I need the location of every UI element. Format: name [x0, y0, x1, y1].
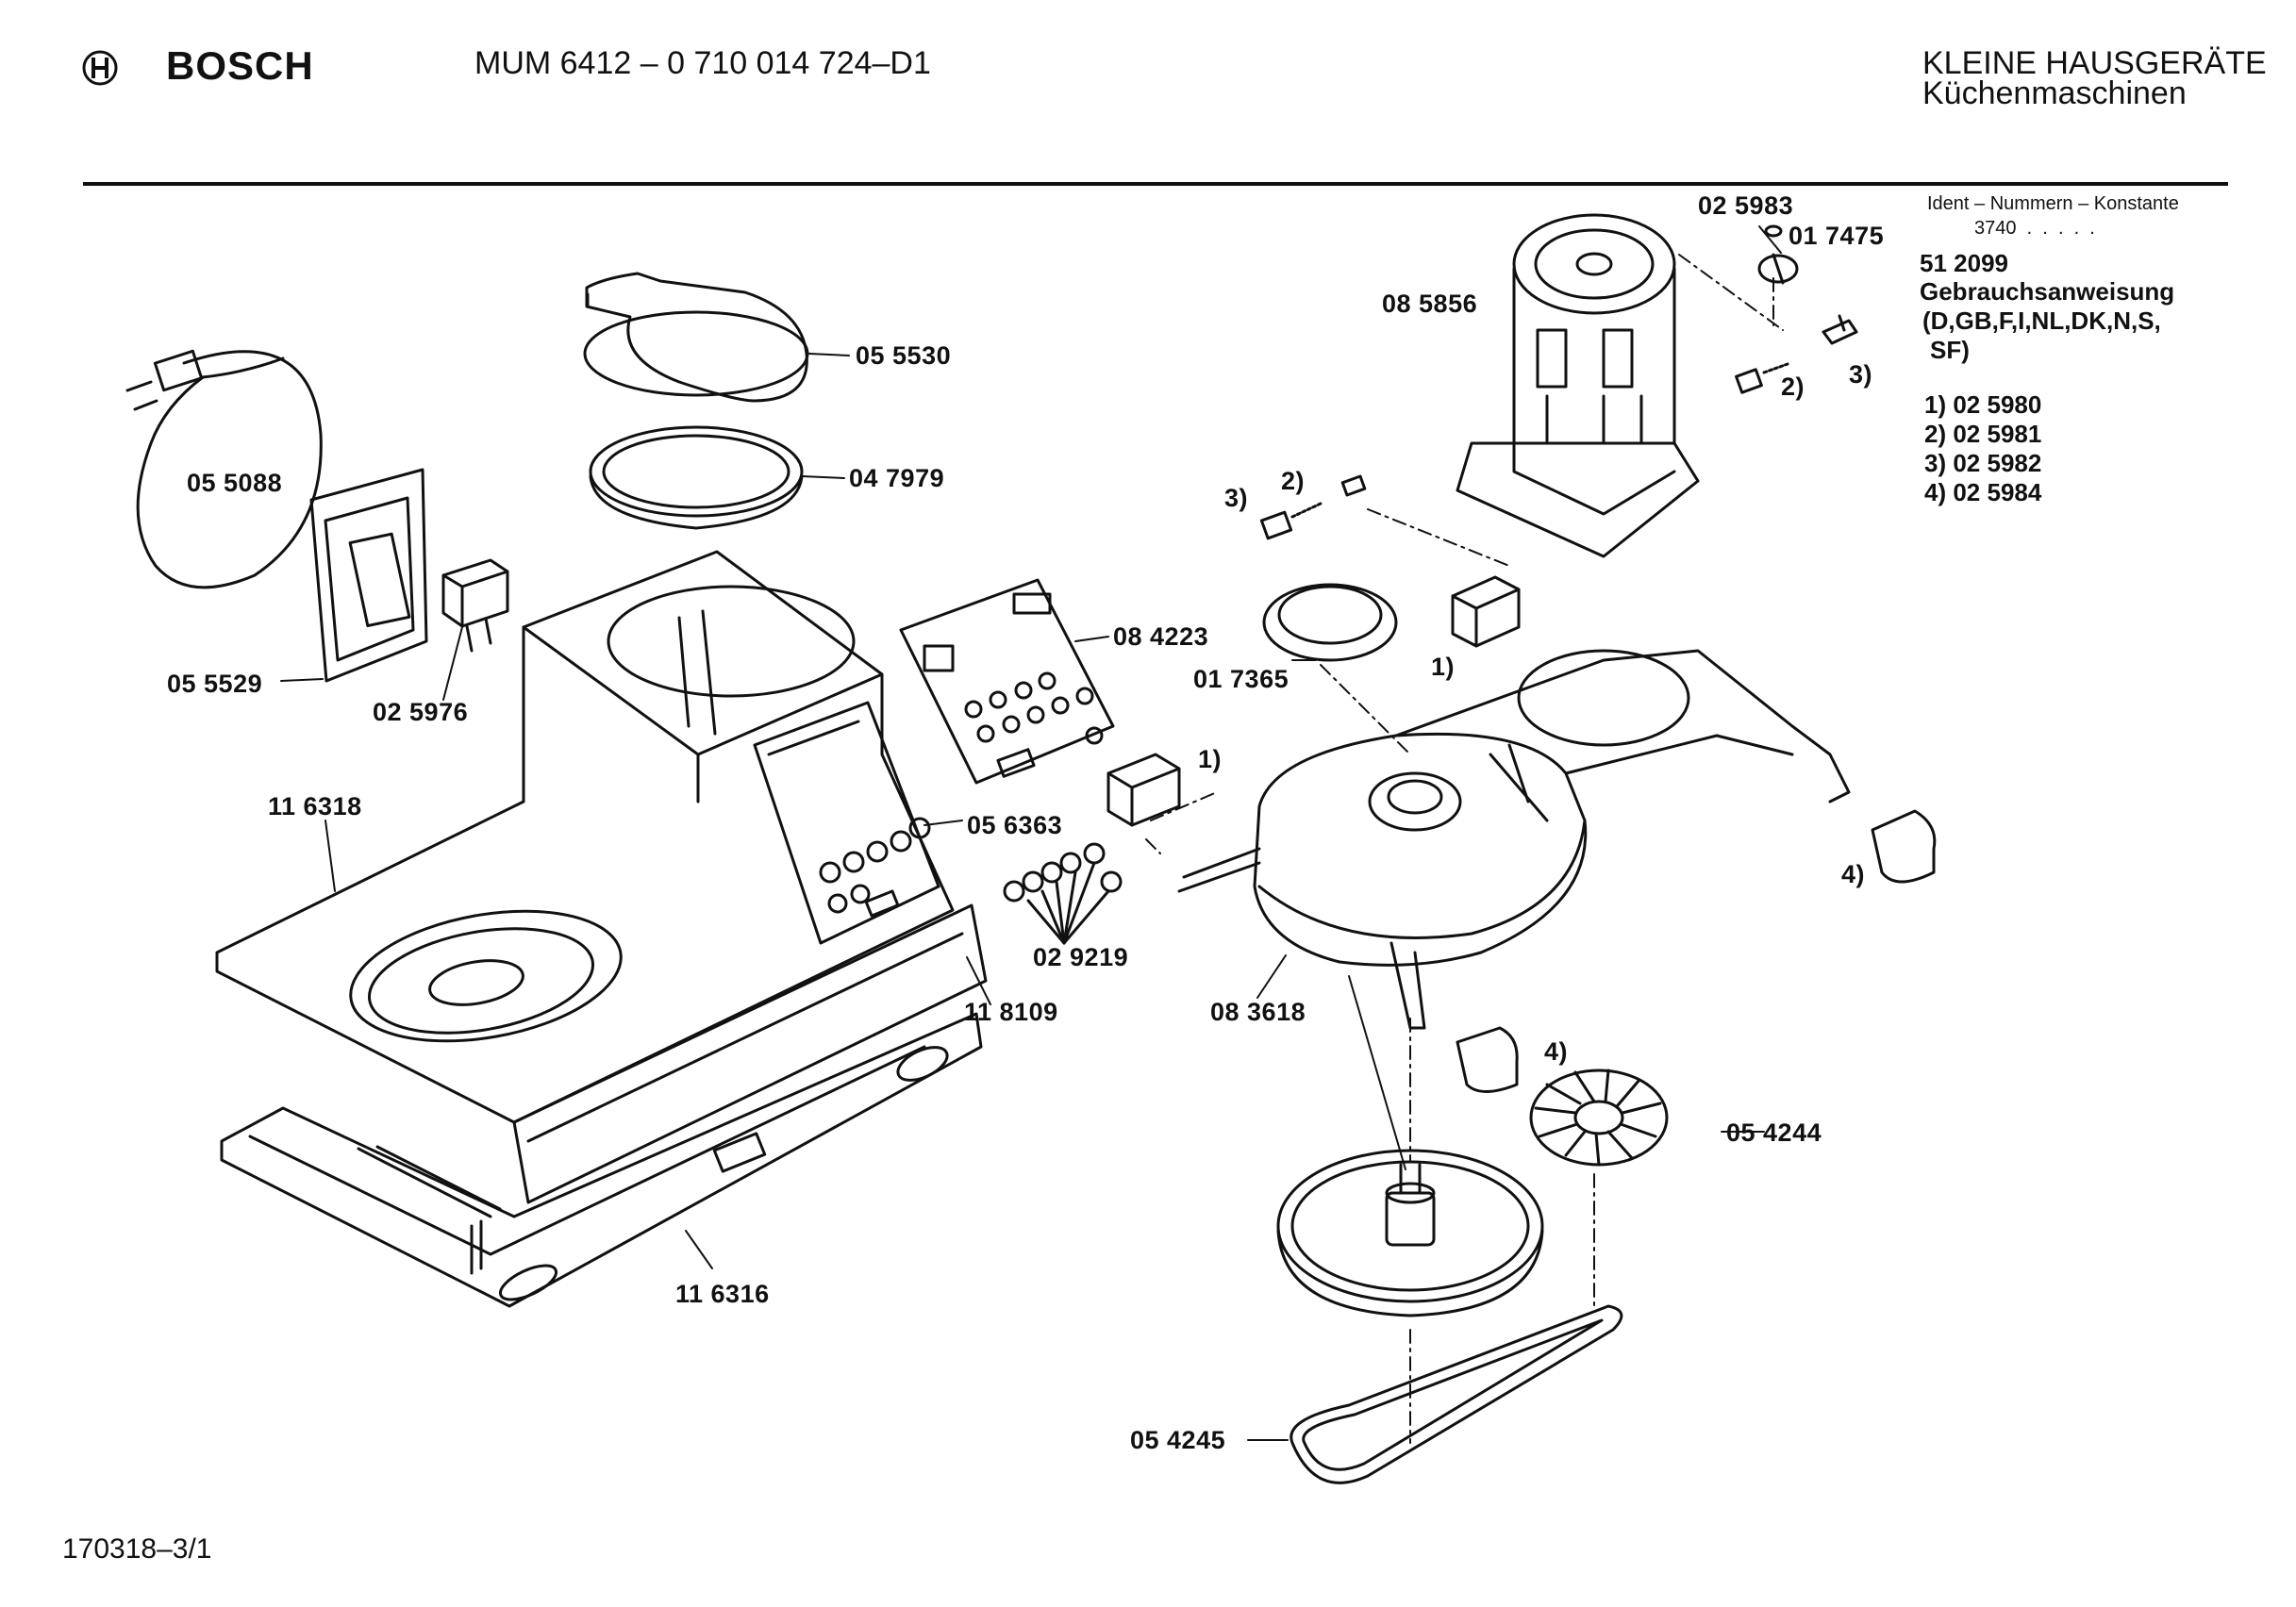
note-marker-4-right: 4)	[1841, 860, 1866, 888]
base-part	[220, 1012, 983, 1308]
part-label-116318: 11 6318	[268, 792, 362, 820]
note-marker-1-right: 1)	[1431, 653, 1456, 681]
part-label-055529: 05 5529	[167, 670, 263, 698]
category-subtitle: Küchenmaschinen	[1922, 75, 2187, 111]
part-label-054244: 05 4244	[1726, 1118, 1822, 1147]
manual-languages-line-2: SF)	[1930, 336, 1970, 364]
part-label-025983: 02 5983	[1698, 191, 1794, 220]
manual-languages-line-1: (D,GB,F,I,NL,DK,N,S,	[1922, 306, 2161, 335]
note-marker-3-right: 3)	[1849, 360, 1873, 389]
footnote-3: 3) 02 5982	[1924, 449, 2042, 477]
ident-title: Ident – Nummern – Konstante	[1927, 193, 2179, 214]
manual-title: Gebrauchsanweisung	[1920, 277, 2175, 306]
footnote-2: 2) 02 5981	[1924, 420, 2042, 448]
gearbox-housing-part	[1177, 649, 1851, 1030]
manual-number: 51 2099	[1920, 249, 2008, 277]
note-marker-2-left: 2)	[1281, 467, 1306, 495]
part-label-055530: 05 5530	[856, 341, 952, 370]
part-label-017365: 01 7365	[1193, 665, 1289, 693]
category-title: KLEINE HAUSGERÄTE	[1922, 45, 2267, 81]
note-marker-1-left: 1)	[1198, 745, 1223, 773]
cover-plate-part	[309, 468, 428, 683]
power-cord-part	[125, 349, 323, 589]
pulley-part	[1276, 1149, 1544, 1317]
part-label-017475: 01 7475	[1789, 222, 1885, 250]
cap-part-right	[1871, 809, 1937, 884]
capacitor-part-right	[1451, 575, 1521, 648]
footnote-1: 1) 02 5980	[1924, 390, 2042, 419]
brand-name: BOSCH	[166, 43, 314, 88]
lid-part	[583, 272, 809, 403]
gear-part	[1757, 224, 1799, 285]
part-label-047979: 04 7979	[849, 464, 945, 492]
ident-value: 3740 . . . . .	[1974, 218, 2095, 239]
gasket-part	[1262, 583, 1398, 662]
part-label-054245: 05 4245	[1130, 1426, 1226, 1454]
belt-part	[1289, 1304, 1623, 1484]
knobs-part	[1003, 842, 1123, 945]
brush-holder-part-right	[1735, 314, 1858, 394]
switch-part	[441, 558, 509, 653]
note-marker-2-right: 2)	[1781, 373, 1805, 401]
part-label-085856: 08 5856	[1382, 290, 1478, 318]
part-label-116316: 11 6316	[675, 1280, 770, 1308]
footnote-4: 4) 02 5984	[1924, 478, 2042, 506]
cap-part-lower	[1456, 1026, 1519, 1093]
part-label-025976: 02 5976	[373, 698, 469, 726]
drawing-number: 170318–3/1	[62, 1533, 212, 1565]
brush-holder-part-left	[1259, 474, 1367, 540]
part-label-055088: 05 5088	[187, 469, 283, 497]
part-label-084223: 08 4223	[1113, 622, 1209, 651]
model-number: MUM 6412 – 0 710 014 724–D1	[474, 45, 931, 81]
bosch-logo-icon	[81, 49, 119, 87]
part-label-056363: 05 6363	[967, 811, 1063, 839]
note-marker-3-left: 3)	[1224, 484, 1249, 512]
housing-part	[215, 550, 955, 1124]
sealing-ring-part	[589, 425, 804, 530]
note-marker-4-lower: 4)	[1544, 1037, 1569, 1066]
capacitor-part-left	[1106, 753, 1181, 827]
part-label-029219: 02 9219	[1033, 943, 1129, 971]
header-divider	[83, 182, 2228, 186]
fan-part	[1529, 1069, 1669, 1167]
motor-part	[1456, 213, 1700, 558]
front-trim-part	[512, 903, 988, 1204]
part-label-083618: 08 3618	[1210, 998, 1306, 1026]
circuit-board-part	[899, 578, 1115, 785]
part-label-118109: 11 8109	[964, 998, 1058, 1026]
